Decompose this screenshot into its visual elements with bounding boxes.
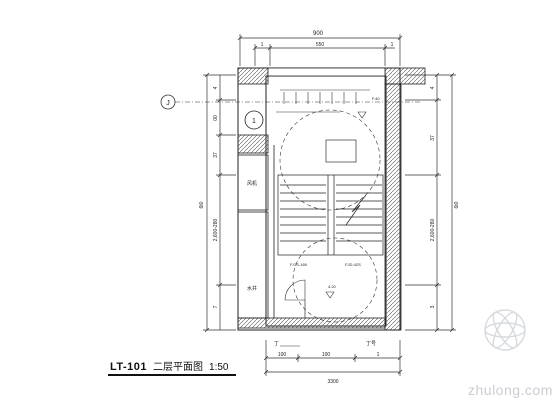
detail-bubble-label: 1 xyxy=(252,118,256,125)
right-total-dim: 6t0 xyxy=(454,201,460,208)
door-swing xyxy=(284,279,306,301)
ceiling-vents xyxy=(276,89,370,113)
level-mid-right: FJD-42S xyxy=(345,262,361,267)
level-marker-lower xyxy=(325,291,335,299)
left-total-dim: 6t0 xyxy=(199,201,205,208)
top-sub-dim-b: 550 xyxy=(316,42,325,48)
drawing-title: 二层平面图 xyxy=(153,362,204,373)
level-marker-upper xyxy=(357,111,367,119)
top-total-dim: 900 xyxy=(313,31,324,37)
watermark-text: zhulong.com xyxy=(468,382,553,398)
right-dimension-chain xyxy=(405,72,456,333)
title-underline xyxy=(108,374,236,376)
drawing-title-block: LT-101 二层平面图 1:50 xyxy=(110,358,229,373)
level-upper: F.40 xyxy=(372,96,380,101)
axis-bubble xyxy=(160,94,176,110)
wall-hatch-left xyxy=(237,134,269,154)
left-sub-dim-4: 2,600-280 xyxy=(213,219,219,242)
top-dimension-chain xyxy=(237,34,403,66)
bottom-sub-dim-a: 100 xyxy=(278,352,287,358)
watermark-logo xyxy=(484,309,526,351)
room-b-label: 水井 xyxy=(247,285,257,292)
detail-bubble xyxy=(244,110,264,130)
light-fixture-top xyxy=(325,139,357,163)
right-sub-dim-3: 2,600-280 xyxy=(430,219,436,242)
bottom-sub-dim-c: 1 xyxy=(377,352,380,358)
axis-bubble-label: J xyxy=(166,100,170,107)
bottom-total-dim: 3300 xyxy=(327,379,338,385)
left-sub-dim-1: 4 xyxy=(213,86,219,89)
wall-top-band xyxy=(267,67,386,77)
wall-hatch-bottom xyxy=(237,317,386,329)
left-sub-dim-2: 00 xyxy=(213,115,219,121)
right-sub-dim-2: 37 xyxy=(430,135,436,141)
wall-hatch-right xyxy=(384,83,402,331)
drawing-scale: 1:50 xyxy=(209,362,229,373)
level-lower: 4.20 xyxy=(328,284,337,289)
note-bottom-right: 丁号 xyxy=(366,341,376,347)
top-sub-dim-c: 1 xyxy=(391,42,394,48)
wall-hatch-top-left xyxy=(237,67,269,85)
left-sub-dim-5: 7 xyxy=(213,305,219,308)
side-rooms xyxy=(237,140,275,319)
drawing-code: LT-101 xyxy=(110,361,148,373)
left-sub-dim-3: 37 xyxy=(213,152,219,158)
left-dimension-chain xyxy=(203,72,236,333)
note-bottom-left: 丁 xyxy=(274,341,279,347)
stair-flight xyxy=(277,174,384,256)
light-dashed-circle-top xyxy=(279,109,381,211)
right-sub-dim-1: 4 xyxy=(430,86,436,89)
level-mid-left: F.OS-169 xyxy=(290,262,308,267)
bottom-sub-dim-b: 100 xyxy=(322,352,331,358)
light-dashed-circle-bottom xyxy=(292,237,378,323)
wall-hatch-top-right xyxy=(384,67,426,85)
room-a-label: 风机 xyxy=(247,180,257,187)
top-sub-dim-a: 1 xyxy=(261,42,264,48)
right-sub-dim-4: 3 xyxy=(430,305,436,308)
bottom-dimension-chain xyxy=(263,340,403,376)
